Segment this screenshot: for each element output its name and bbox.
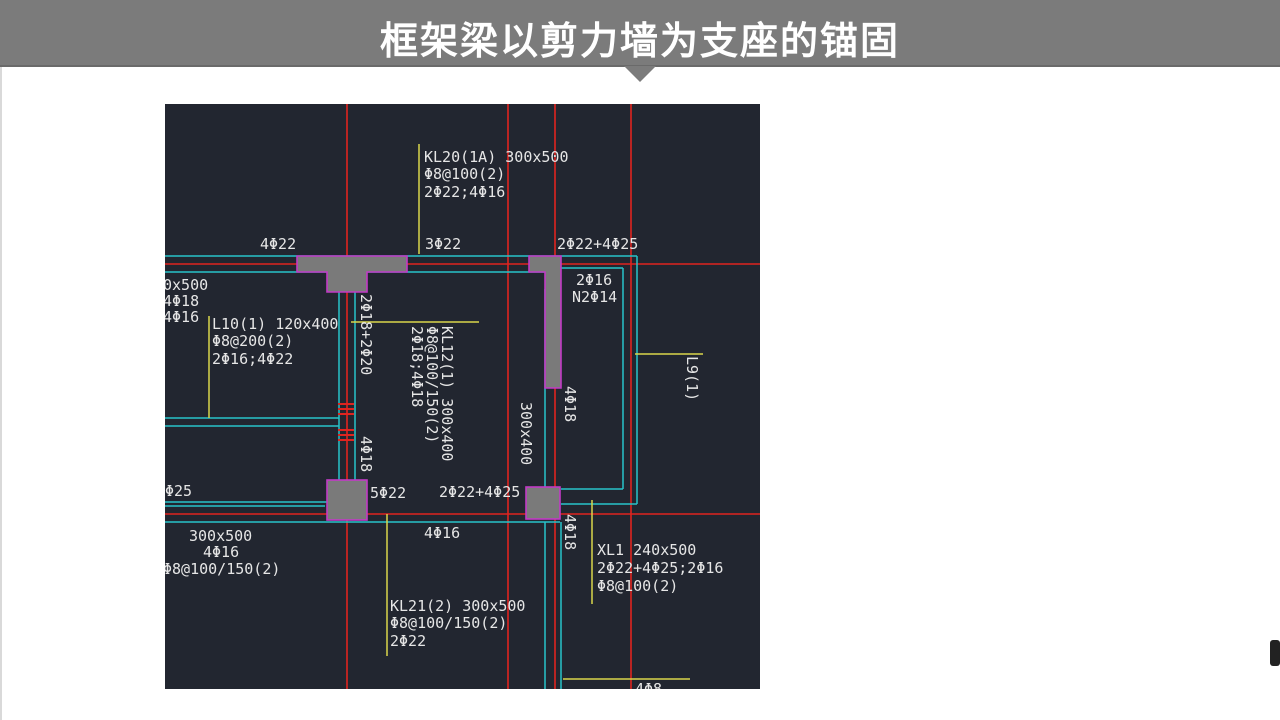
label-bottom-mid-rebar: 4Φ16 (424, 524, 460, 542)
label-kl12-stirrup: Φ8@100/150(2) (423, 326, 441, 443)
label-mid-size: 300x400 (517, 402, 535, 465)
label-right-rebar-a: 2Φ16 (576, 271, 612, 289)
scrollbar-handle[interactable] (1270, 640, 1280, 666)
label-kl21-bars: 2Φ22 (390, 632, 426, 650)
label-left-beam-size: 0x500 (165, 276, 208, 294)
beam-outlines (165, 255, 638, 689)
label-kl20-bars: 2Φ22;4Φ16 (424, 183, 505, 201)
label-kl12-name: KL12(1) 300x400 (438, 326, 456, 461)
label-left-beam-rebar-a: 4Φ18 (165, 292, 199, 310)
hatch-marks (338, 403, 354, 441)
label-bottom-edge: 4Φ8 (635, 680, 662, 689)
label-xl1-stirrup: Φ8@100(2) (597, 577, 678, 595)
label-right-rebar-b: N2Φ14 (572, 288, 617, 306)
label-l9-name: L9(1) (683, 356, 701, 401)
title-notch (624, 66, 656, 82)
label-l10-name: L10(1) 120x400 (212, 315, 338, 333)
label-bottom-left-stirrup: Φ8@100/150(2) (165, 560, 280, 578)
label-kl20-stirrup: Φ8@100(2) (424, 165, 505, 183)
column-block-right (525, 486, 561, 520)
label-kl21-name: KL21(2) 300x500 (390, 597, 525, 615)
cad-labels: KL20(1A) 300x500 Φ8@100(2) 2Φ22;4Φ16 4Φ2… (165, 148, 723, 689)
wall-l-right (528, 255, 562, 389)
label-bottom-left-rebar: 4Φ16 (203, 543, 239, 561)
page-title: 框架梁以剪力墙为支座的锚固 (379, 19, 900, 63)
title-bar: 框架梁以剪力墙为支座的锚固 (0, 0, 1280, 67)
page-border (0, 67, 2, 720)
label-bottom-right-vertical: 4Φ18 (561, 514, 579, 550)
cad-drawing: KL20(1A) 300x500 Φ8@100(2) 2Φ22;4Φ16 4Φ2… (165, 104, 760, 689)
column-block-left (326, 479, 368, 521)
label-bottom-left-size: 300x500 (189, 527, 252, 545)
label-top-right-rebar: 2Φ22+4Φ25 (557, 235, 638, 253)
label-l10-stirrup: Φ8@200(2) (212, 332, 293, 350)
axis-lines (165, 104, 760, 689)
label-col-lower-rebar: 4Φ18 (357, 436, 375, 472)
label-kl12-bars: 2Φ18;4Φ18 (408, 326, 426, 407)
label-top-left-rebar: 4Φ22 (260, 235, 296, 253)
wall-t-top (296, 255, 408, 293)
leader-lines (208, 144, 703, 680)
label-xl1-bars: 2Φ22+4Φ25;2Φ16 (597, 559, 723, 577)
label-right-vertical-rebar: 4Φ18 (561, 386, 579, 422)
label-kl21-stirrup: Φ8@100/150(2) (390, 614, 507, 632)
shear-walls (296, 255, 562, 521)
label-mid-bottom-rebar-a: 5Φ22 (370, 484, 406, 502)
label-xl1-name: XL1 240x500 (597, 541, 696, 559)
label-left-beam-rebar-b: 4Φ16 (165, 308, 199, 326)
label-top-mid-rebar: 3Φ22 (425, 235, 461, 253)
label-kl20-name: KL20(1A) 300x500 (424, 148, 569, 166)
label-left-bottom-rebar: Φ25 (165, 482, 192, 500)
cad-canvas: KL20(1A) 300x500 Φ8@100(2) 2Φ22;4Φ16 4Φ2… (165, 104, 760, 689)
label-col-vertical-rebar: 2Φ18+2Φ20 (357, 294, 375, 375)
label-l10-bars: 2Φ16;4Φ22 (212, 350, 293, 368)
label-mid-bottom-rebar-b: 2Φ22+4Φ25 (439, 483, 520, 501)
